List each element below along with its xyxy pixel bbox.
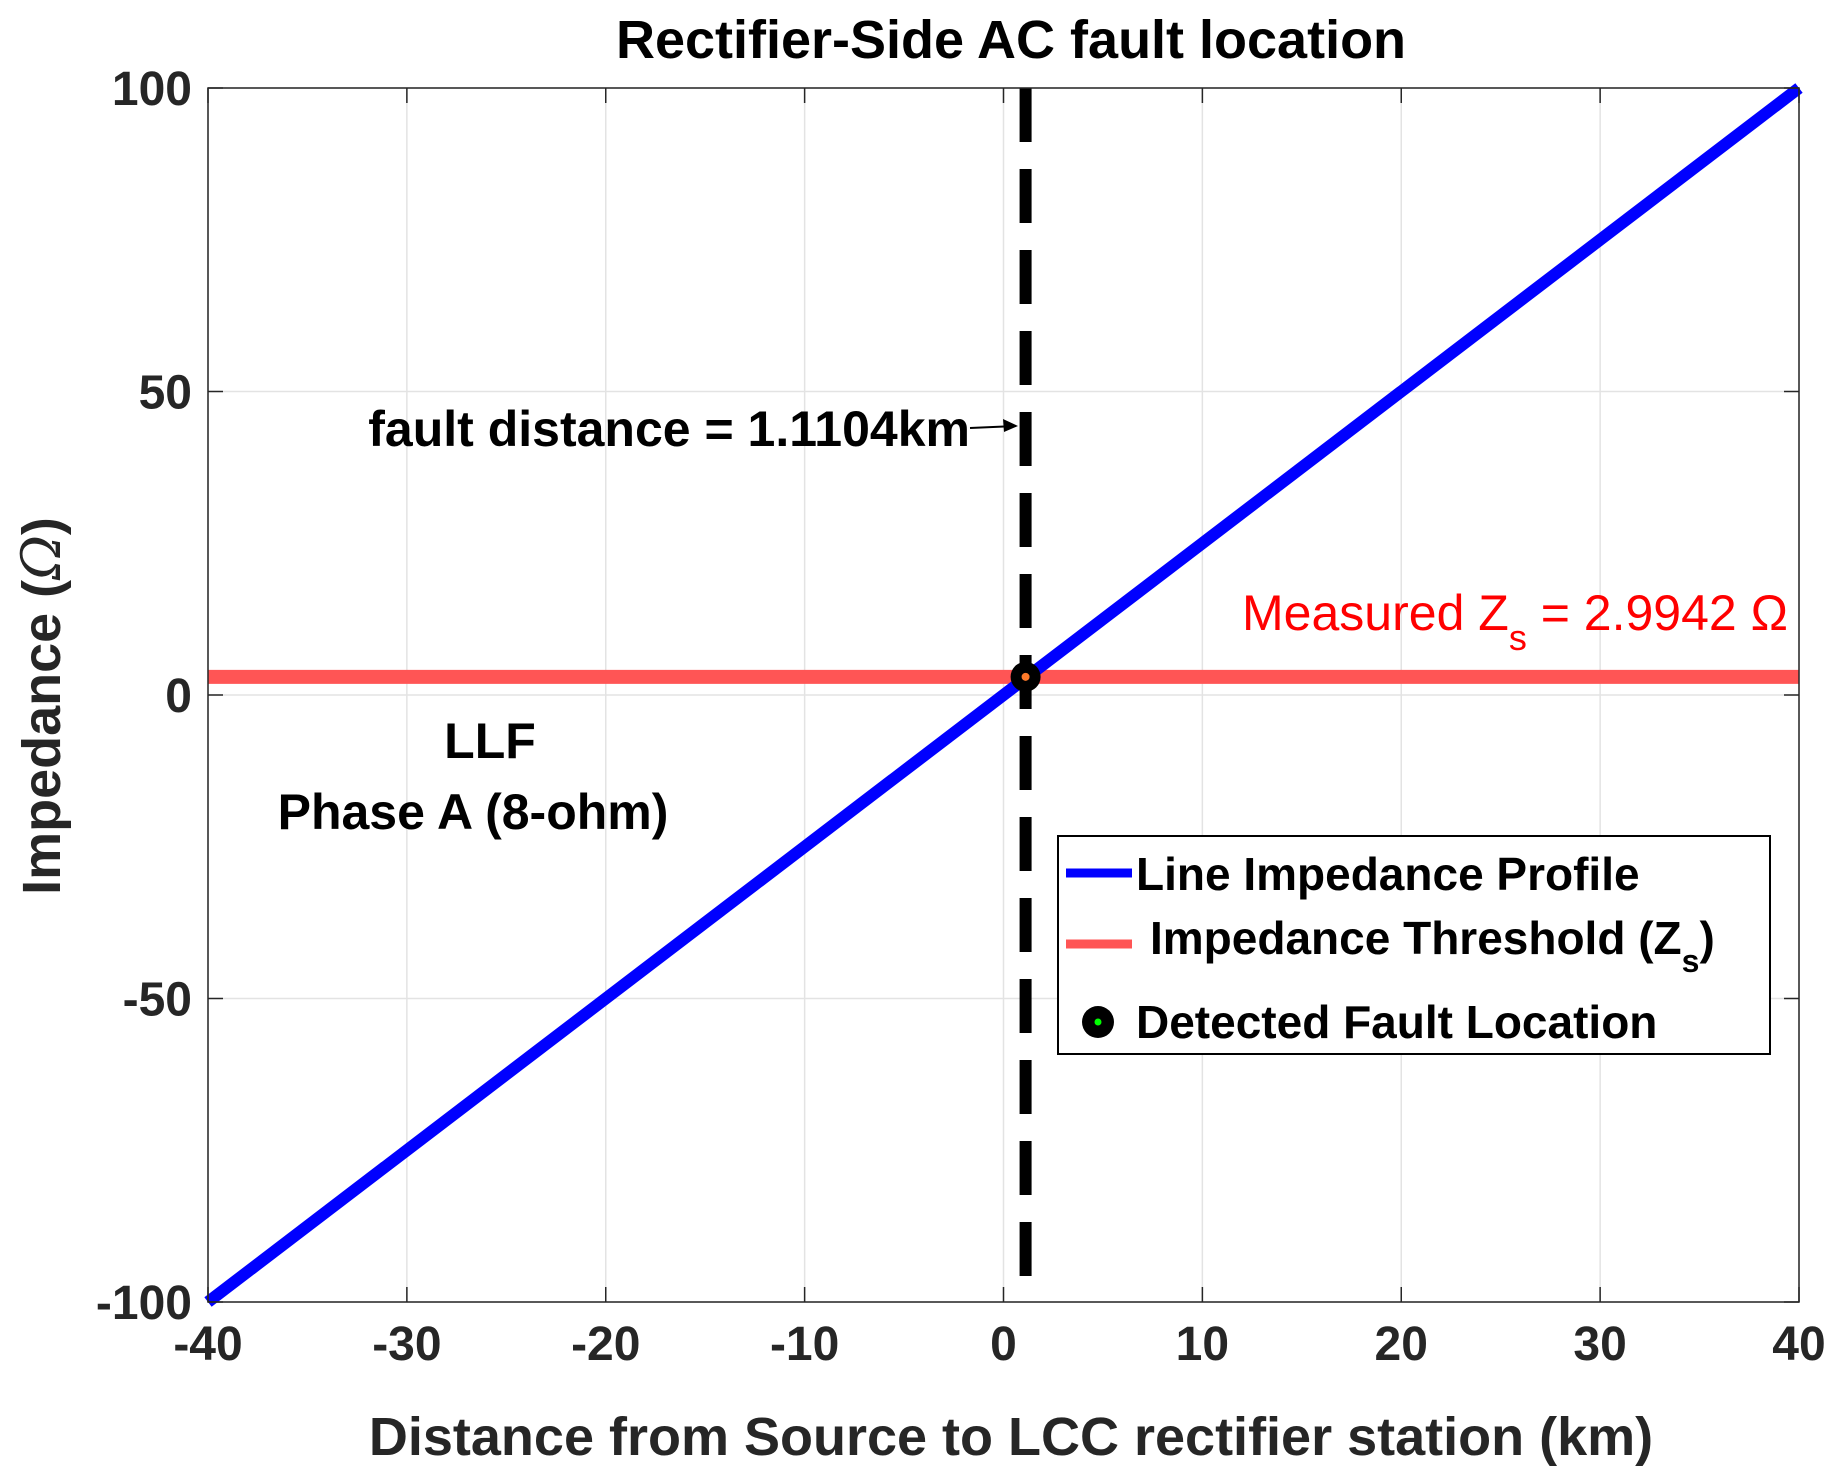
x-axis-ticks: -40 -30 -20 -10 0 10 20 30 40 [173,88,1826,1371]
chart-title: Rectifier-Side AC fault location [616,10,1406,70]
legend-label-line-impedance: Line Impedance Profile [1136,848,1640,900]
x-tick-label: 40 [1772,1318,1825,1371]
x-tick-label: -10 [770,1318,839,1371]
legend-label-threshold-close: ) [1699,912,1714,964]
measured-zs-annotation: Measured Zs = 2.9942 Ω [1242,585,1788,658]
line-impedance-profile [204,83,1803,1307]
legend[interactable]: Line Impedance Profile Impedance Thresho… [1057,835,1771,1055]
detected-fault-marker-center [1021,672,1030,681]
y-tick-label: -100 [96,1277,192,1330]
x-tick-label: -40 [173,1318,242,1371]
y-tick-label: 0 [165,670,192,723]
legend-label-threshold-main: Impedance Threshold (Z [1150,912,1682,964]
legend-label-fault: Detected Fault Location [1136,996,1657,1048]
y-axis-label-main: Impedance ( [12,580,72,895]
fault-type-label: LLF [444,713,536,769]
y-tick-label: -50 [123,974,192,1027]
x-tick-label: 30 [1573,1318,1626,1371]
y-axis-label-symbol: Ω [10,535,73,581]
y-tick-label: 50 [139,367,192,420]
fault-distance-arrow [969,419,1018,432]
x-axis-label: Distance from Source to LCC rectifier st… [369,1407,1653,1467]
phase-label: Phase A (8-ohm) [278,784,669,840]
y-axis-label: Impedance (Ω) [10,517,73,895]
legend-box [1057,835,1771,1055]
measured-zs-value: = 2.9942 Ω [1527,585,1788,641]
x-tick-label: 10 [1176,1318,1229,1371]
x-tick-label: 20 [1375,1318,1428,1371]
y-axis-ticks: -100 -50 0 50 100 [96,63,1799,1330]
x-tick-label: -30 [372,1318,441,1371]
x-tick-label: -20 [571,1318,640,1371]
y-tick-label: 100 [112,63,192,116]
legend-label-threshold: Impedance Threshold (Zs) [1150,912,1715,979]
fault-distance-annotation: fault distance = 1.1104km [368,401,970,457]
plot-area [204,83,1803,1307]
legend-marker-fault-center [1094,1018,1102,1026]
x-tick-label: 0 [990,1318,1017,1371]
y-axis-label-close: ) [12,517,72,535]
measured-zs-sub: s [1509,617,1527,658]
measured-zs-main: Measured Z [1242,585,1509,641]
legend-label-threshold-sub: s [1682,943,1700,979]
